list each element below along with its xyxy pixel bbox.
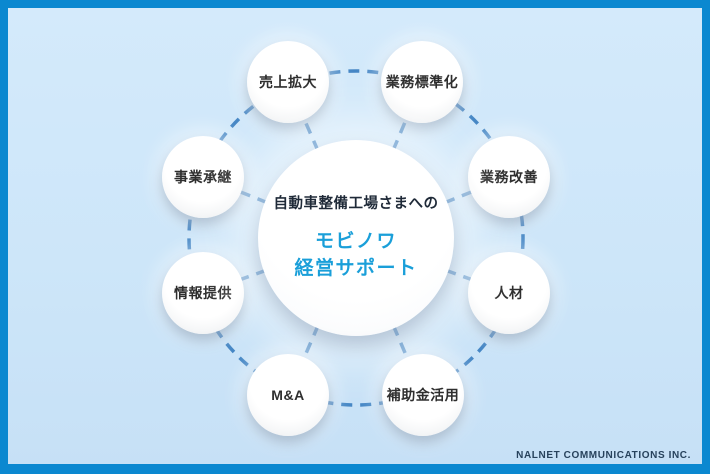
node-work-standardization: 業務標準化 (381, 41, 463, 123)
company-name: NALNET COMMUNICATIONS INC. (516, 450, 691, 461)
node-label: 事業承継 (174, 169, 232, 185)
node-label: M&A (271, 387, 305, 403)
center-title-line2: 経営サポート (294, 257, 418, 279)
node-ma: M&A (247, 354, 329, 436)
node-business-succession: 事業承継 (162, 136, 244, 218)
node-label: 売上拡大 (259, 74, 317, 90)
node-information-provision: 情報提供 (162, 252, 244, 334)
node-sales-expansion: 売上拡大 (247, 41, 329, 123)
node-label: 補助金活用 (386, 387, 460, 403)
center-circle: 自動車整備工場さまへの モビノワ 経営サポート (258, 140, 454, 336)
node-label: 業務改善 (480, 169, 538, 185)
ring-dashed-circle (187, 69, 525, 407)
center-title: モビノワ 経営サポート (294, 229, 417, 282)
center-heading: 自動車整備工場さまへの (273, 196, 439, 212)
node-human-resources: 人材 (468, 252, 550, 334)
node-label: 情報提供 (174, 285, 232, 301)
node-label: 人材 (494, 285, 524, 301)
center-title-line1: モビノワ (314, 231, 397, 252)
node-subsidy-utilization: 補助金活用 (382, 354, 464, 436)
node-label: 業務標準化 (385, 74, 459, 90)
node-operation-improvement: 業務改善 (468, 136, 550, 218)
